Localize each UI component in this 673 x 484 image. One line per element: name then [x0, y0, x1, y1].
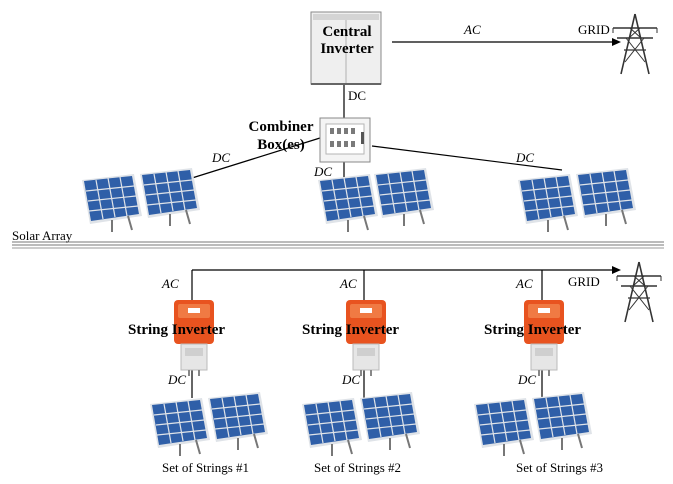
central-inverter-label-line1: Central — [322, 24, 372, 40]
dc-label-inverter: DC — [348, 88, 367, 103]
ac-label-string-3: AC — [516, 276, 533, 291]
combiner-label-line1: Combiner — [248, 119, 314, 135]
combiner-box-label: Combiner Box(es) — [240, 118, 322, 154]
grid-label-bottom: GRID — [568, 274, 600, 289]
dc-label-string-2: DC — [342, 372, 361, 387]
central-inverter-label-line2: Inverter — [320, 41, 374, 57]
solar-array-label: Solar Array — [12, 228, 73, 243]
central-inverter-icon — [310, 11, 382, 85]
transmission-tower-icon — [616, 261, 662, 323]
ac-label-string-2: AC — [340, 276, 357, 291]
dc-label-right: DC — [516, 150, 535, 165]
ac-arrow-bottom — [612, 266, 621, 274]
set-of-strings-label-3: Set of Strings #3 — [516, 460, 604, 475]
dc-line-left — [191, 137, 321, 179]
ac-label-string-1: AC — [162, 276, 179, 291]
dc-label-string-3: DC — [518, 372, 537, 387]
dc-line-right — [371, 145, 563, 171]
grid-label-top: GRID — [578, 22, 610, 37]
combiner-label-line2: Box(es) — [257, 137, 305, 153]
combiner-box-icon — [319, 117, 371, 163]
dc-label-middle: DC — [314, 164, 333, 179]
transmission-tower-icon — [612, 13, 658, 75]
dc-label-string-1: DC — [168, 372, 187, 387]
set-of-strings-label-1: Set of Strings #1 — [162, 460, 250, 475]
string-inverter-label-2: String Inverter — [302, 322, 400, 338]
string-inverter-label-1: String Inverter — [128, 322, 226, 338]
solar-panel-icon — [149, 391, 593, 457]
ac-label-top: AC — [464, 22, 481, 37]
set-of-strings-label-2: Set of Strings #2 — [314, 460, 402, 475]
string-inverter-label-3: String Inverter — [484, 322, 582, 338]
dc-label-left: DC — [212, 150, 231, 165]
ac-arrow-top — [612, 38, 621, 46]
solar-panel-icon — [81, 167, 637, 233]
central-inverter-label: Central Inverter — [312, 24, 382, 58]
